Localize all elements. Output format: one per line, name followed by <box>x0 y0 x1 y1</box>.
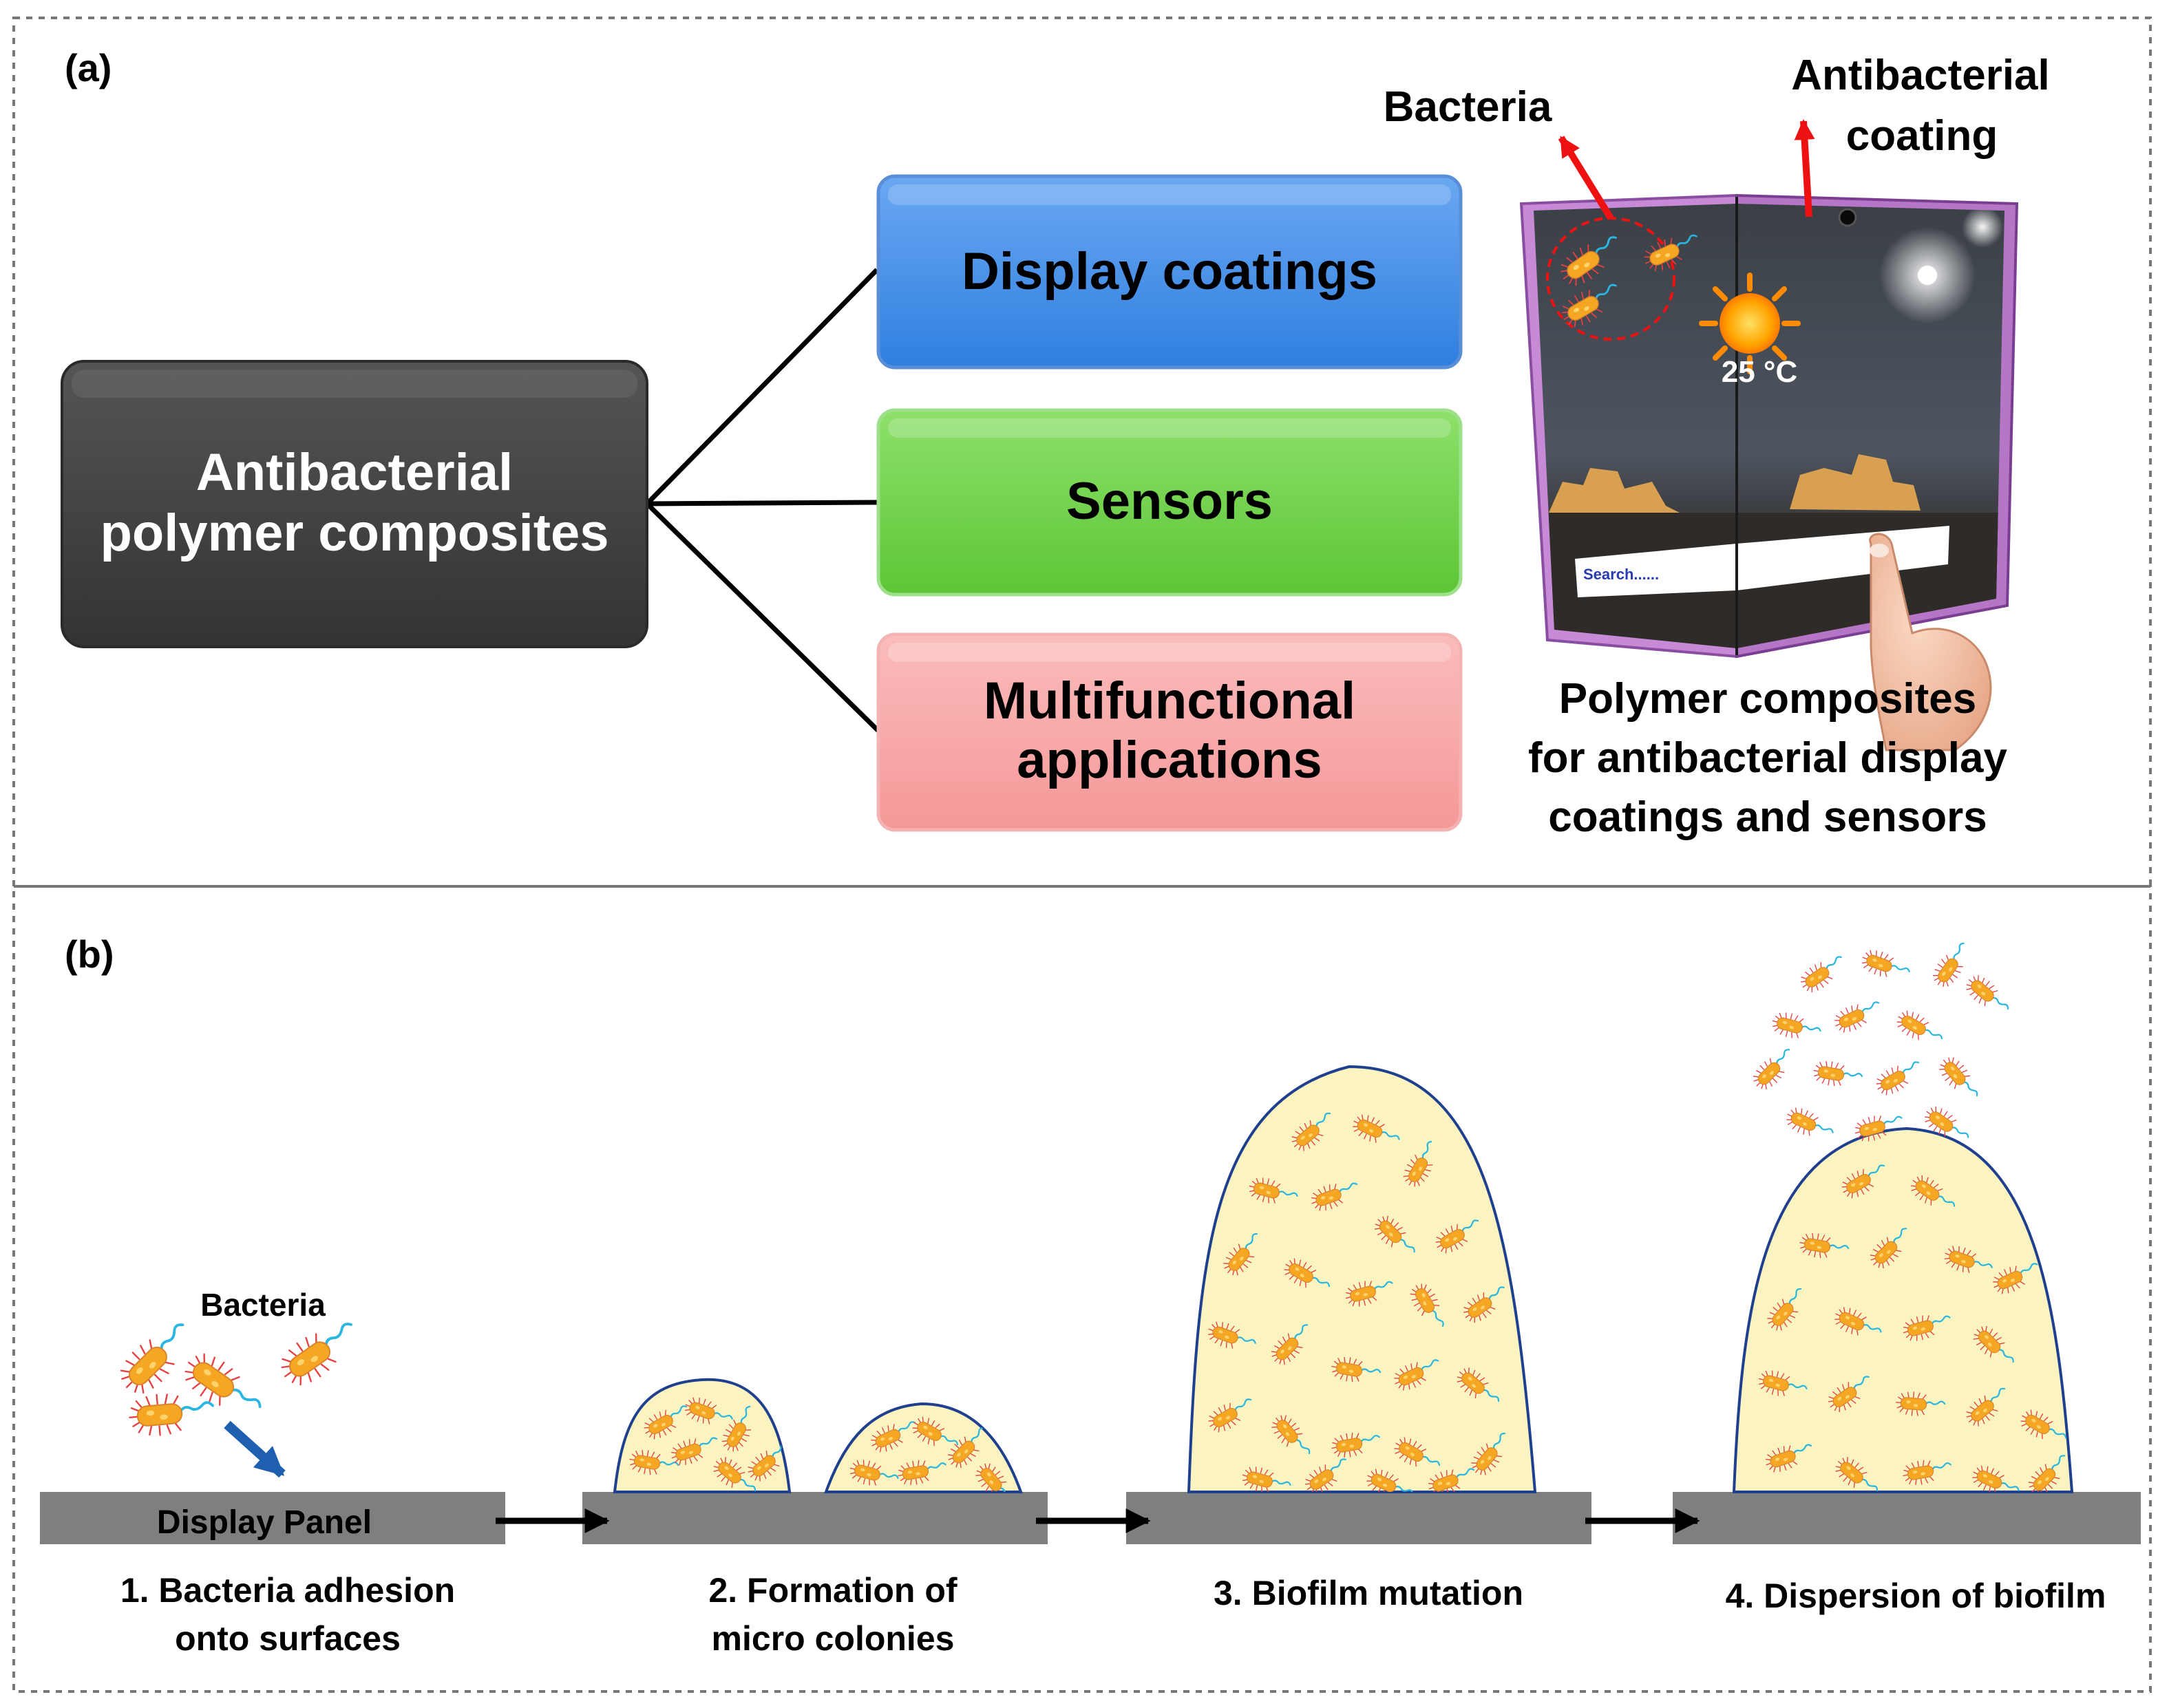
connector-multifunctional <box>645 502 880 733</box>
panel-b-border <box>12 885 2152 1693</box>
panel-a-border <box>12 17 2152 888</box>
stage-4-dispersion <box>1732 937 2074 1493</box>
phone-caption-line1: Polymer composites <box>1559 675 1976 723</box>
search-bar-text: Search...... <box>1583 566 1659 583</box>
search-bar-left <box>1575 544 1737 597</box>
panel-b: (b) Display Panel Bacteria <box>12 885 2152 1693</box>
connector-sensors <box>646 500 879 506</box>
display-panel-bar-2 <box>582 1492 1048 1544</box>
connector-display-coatings <box>645 268 879 506</box>
display-panel-bar-4 <box>1673 1492 2141 1544</box>
adhesion-arrow <box>224 1420 286 1478</box>
panel-a: (a) Antibacterial polymer composites Dis… <box>12 17 2152 888</box>
coating-callout-label-line1: Antibacterial <box>1791 52 2050 99</box>
branch-display-coatings: Display coatings <box>876 174 1463 370</box>
stage-2-caption-line1: 2. Formation of <box>708 1571 957 1610</box>
stage-2-micro-colonies <box>613 1378 1023 1493</box>
dispersing-bacteria <box>1747 937 2015 1150</box>
bacteria-callout-label: Bacteria <box>1384 83 1552 131</box>
stage-1-caption-line2: onto surfaces <box>175 1619 401 1658</box>
root-node: Antibacterial polymer composites <box>61 360 648 648</box>
phone-caption-line2: for antibacterial display <box>1528 734 2008 782</box>
finger-illustration <box>1869 533 1992 751</box>
root-node-line1: Antibacterial <box>196 443 513 502</box>
front-camera <box>1838 208 1857 227</box>
search-bar-right <box>1737 526 1949 590</box>
bacteria-callout-arrow <box>1558 136 1614 220</box>
branch-multifunctional-line2: applications <box>1017 731 1322 789</box>
branch-multifunctional: Multifunctional applications <box>876 632 1463 832</box>
stage-1-caption-line1: 1. Bacteria adhesion <box>120 1571 455 1610</box>
branch-sensors: Sensors <box>876 408 1463 597</box>
display-panel-bar-3 <box>1126 1492 1591 1544</box>
foldable-phone-illustration: Search...... 25 °C <box>1384 52 2050 841</box>
stage-1-free-bacteria: Bacteria <box>111 1287 367 1478</box>
stage-1-bacteria-label: Bacteria <box>200 1287 326 1323</box>
branch-display-coatings-label: Display coatings <box>962 242 1377 301</box>
coating-callout-arrow <box>1794 119 1815 217</box>
branch-display-coatings-box <box>876 174 1463 370</box>
phone-caption-line3: coatings and sensors <box>1548 793 1987 841</box>
stage-3-biofilm <box>1187 1065 1537 1493</box>
root-node-box <box>61 360 648 648</box>
stage-2-caption-line2: micro colonies <box>712 1619 955 1658</box>
micro-colony-1 <box>613 1378 792 1493</box>
branch-multifunctional-line1: Multifunctional <box>984 672 1355 730</box>
tree-connectors <box>645 268 880 733</box>
coating-callout-label-line2: coating <box>1846 112 1998 160</box>
display-panel-bar-1 <box>40 1492 505 1544</box>
branch-multifunctional-box <box>876 632 1463 832</box>
root-node-line2: polymer composites <box>100 504 609 562</box>
sun-icon <box>1699 273 1801 374</box>
display-panel-label: Display Panel <box>157 1504 372 1541</box>
panel-a-label: (a) <box>65 46 112 89</box>
branch-sensors-label: Sensors <box>1066 472 1273 531</box>
stage-3-caption: 3. Biofilm mutation <box>1214 1574 1523 1612</box>
rock-silhouettes <box>1549 454 1921 513</box>
biofilm-mound <box>1187 1065 1537 1493</box>
stage-4-caption: 4. Dispersion of biofilm <box>1726 1577 2106 1615</box>
branch-sensors-box <box>876 408 1463 597</box>
panel-b-label: (b) <box>65 932 114 976</box>
temperature-readout: 25 °C <box>1722 355 1798 389</box>
